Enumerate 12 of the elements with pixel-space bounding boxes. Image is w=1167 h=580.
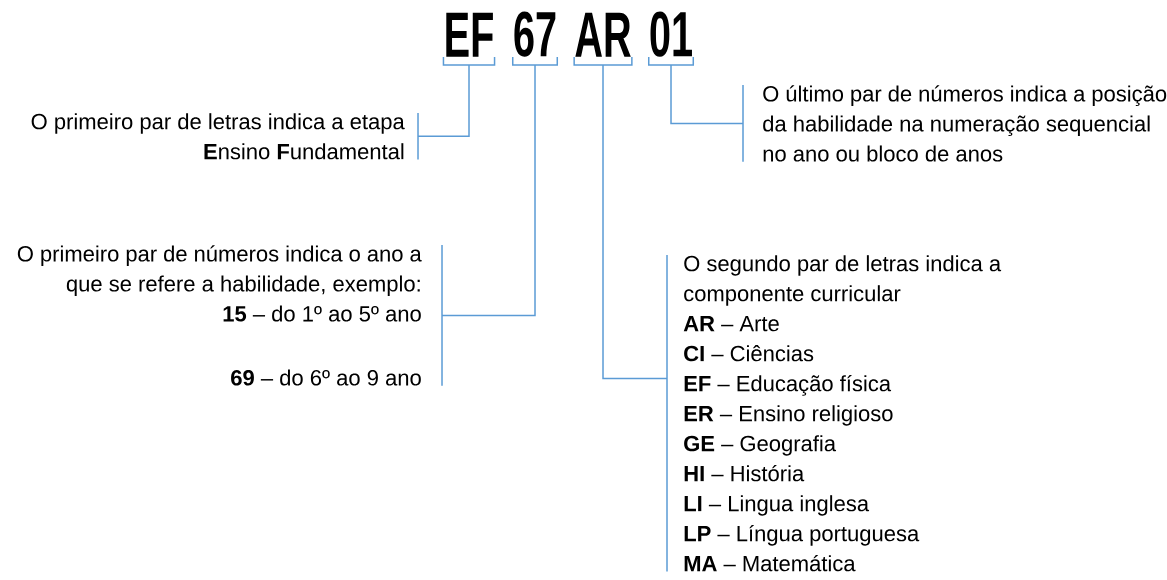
description-text: O último par de números indica a posição da habilidade na numeração sequencial no ano ou bloco de anos <box>763 85 1167 162</box>
connector-line <box>417 64 470 138</box>
code-text: 01 <box>650 11 692 57</box>
code-text: EF <box>446 12 493 57</box>
description-text: O segundo par de letras indica a componente curricular AR – Arte CI – Ciências EF – Educação física ER – Ensino religioso GE – Geografia HI – História LI – Lingua inglesa LP – Língua portuguesa MA – Matemática <box>683 255 1002 572</box>
description-text: O primeiro par de letras indica a etapa Ensino Fundamental <box>31 113 405 160</box>
connector-line <box>670 64 744 125</box>
code-text: 67 <box>514 11 556 57</box>
description-text: O primeiro par de números indica o ano a que se refere a habilidade, exemplo: 15 – do 1º ao 5º ano 69 – do 6º ao 9 ano <box>17 245 422 386</box>
connector-line <box>441 64 536 317</box>
code-text: AR <box>575 12 631 57</box>
connector-line <box>602 64 668 380</box>
